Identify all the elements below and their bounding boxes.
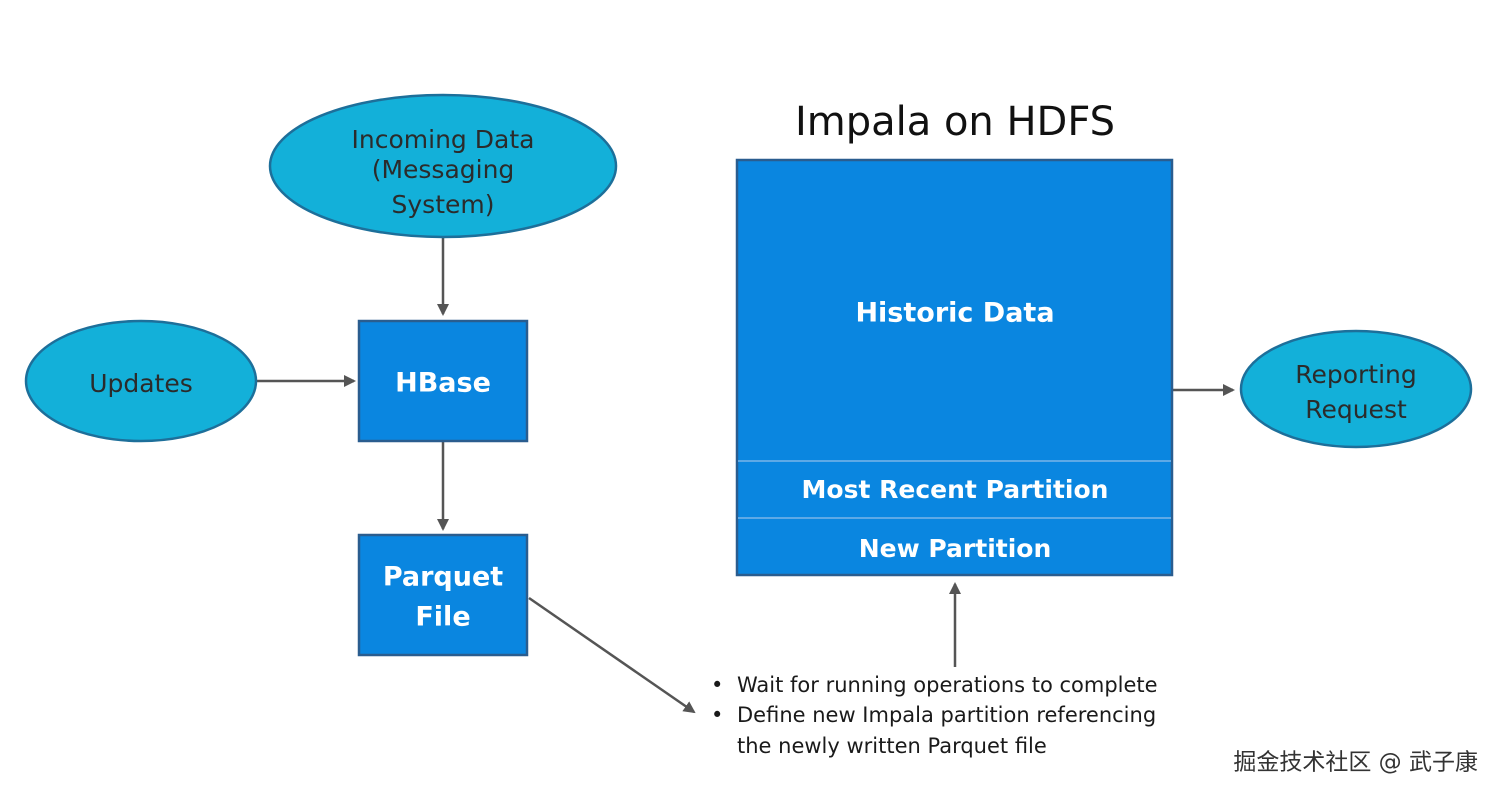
incoming-data-label-line-3: System) [392, 190, 495, 219]
note-item-2-continued: the newly written Parquet file [737, 734, 1047, 758]
reporting-request-label-line-1: Reporting [1295, 360, 1417, 389]
note-item-2: Define new Impala partition referencing [737, 703, 1156, 727]
reporting-request-ellipse [1239, 329, 1473, 449]
parquet-file-box [357, 533, 529, 657]
incoming-data-node: Incoming Data (Messaging System) [268, 93, 618, 239]
impala-hdfs-title: Impala on HDFS [795, 99, 1115, 145]
most-recent-partition-label: Most Recent Partition [802, 475, 1109, 504]
parquet-file-label-line-1: Parquet [383, 562, 503, 593]
impala-hdfs-container [735, 158, 1174, 577]
hbase-label: HBase [395, 368, 491, 399]
arrow-parquet-to-notes [528, 596, 696, 714]
updates-ellipse [24, 319, 258, 443]
reporting-request-node: Reporting Request [1239, 329, 1473, 449]
note-item-1: Wait for running operations to complete [737, 673, 1158, 697]
watermark: 掘金技术社区 @ 武子康 [1233, 750, 1478, 776]
updates-node: Updates [24, 319, 258, 443]
incoming-data-label-line-2: (Messaging [372, 155, 515, 184]
hbase-box [357, 319, 529, 443]
historic-data-label: Historic Data [855, 298, 1054, 329]
note-bullet-2: • [711, 703, 723, 727]
impala-hdfs-group: Impala on HDFS Historic Data Most Recent… [735, 99, 1174, 577]
incoming-data-label-line-1: Incoming Data [352, 125, 535, 154]
parquet-file-node: Parquet File [357, 533, 529, 657]
updates-label: Updates [89, 369, 193, 398]
partition-notes: • Wait for running operations to complet… [711, 673, 1158, 758]
incoming-data-ellipse [268, 93, 618, 239]
reporting-request-label-line-2: Request [1305, 395, 1407, 424]
parquet-file-label-line-2: File [415, 602, 470, 633]
note-bullet-1: • [711, 673, 723, 697]
hbase-node: HBase [357, 319, 529, 443]
new-partition-label: New Partition [859, 534, 1052, 563]
